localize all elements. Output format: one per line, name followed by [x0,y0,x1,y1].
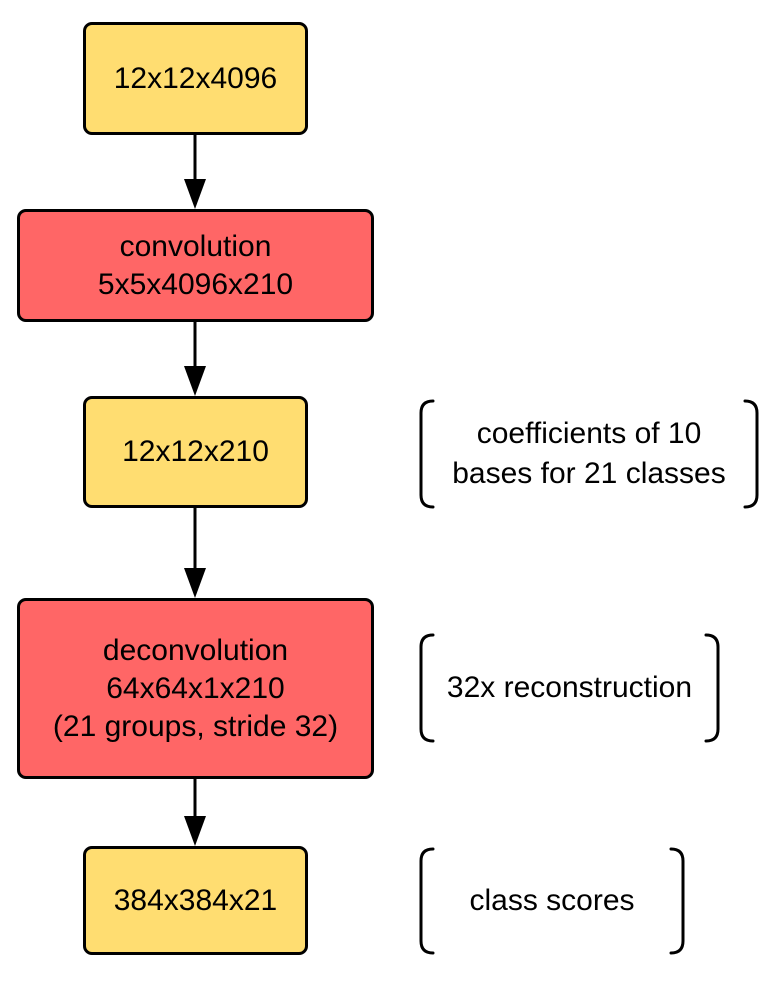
output-scores-label: 384x384x21 [113,883,278,917]
convolution-title: convolution [119,229,272,263]
class-scores-annotation: class scores [421,849,683,953]
input-feature-map-box: 12x12x4096 [83,22,308,135]
convolution-box: convolution 5x5x4096x210 [17,209,374,322]
reconstruction-annotation: 32x reconstruction [421,635,718,741]
right-bracket-reconstruction [704,633,720,743]
right-bracket-coefficients [743,399,759,509]
coefficient-map-label: 12x12x210 [122,435,269,468]
convolution-shape: 5x5x4096x210 [97,267,294,301]
class-scores-annotation-text: class scores [469,884,635,917]
input-feature-map-label: 12x12x4096 [113,61,278,95]
arrowhead-deconv [184,568,206,598]
deconvolution-title: deconvolution [102,633,289,667]
left-bracket-class-scores [419,847,435,955]
right-bracket-class-scores [669,847,685,955]
coefficients-annotation: coefficients of 10 bases for 21 classes [421,401,757,507]
deconvolution-box: deconvolution 64x64x1x210 (21 groups, st… [17,598,374,779]
coefficients-annotation-line-1: coefficients of 10 [476,417,702,450]
reconstruction-annotation-text: 32x reconstruction [446,671,693,704]
arrowhead-coef [184,366,206,396]
coefficients-annotation-line-2: bases for 21 classes [452,457,726,490]
deconvolution-params: (21 groups, stride 32) [52,709,339,743]
coefficient-map-box: 12x12x210 [83,396,308,508]
arrowhead-output [184,816,206,846]
deconvolution-shape: 64x64x1x210 [106,671,285,705]
output-scores-box: 384x384x21 [83,846,308,955]
left-bracket-reconstruction [419,633,435,743]
left-bracket-coefficients [419,399,435,509]
arrowhead-conv [184,179,206,209]
